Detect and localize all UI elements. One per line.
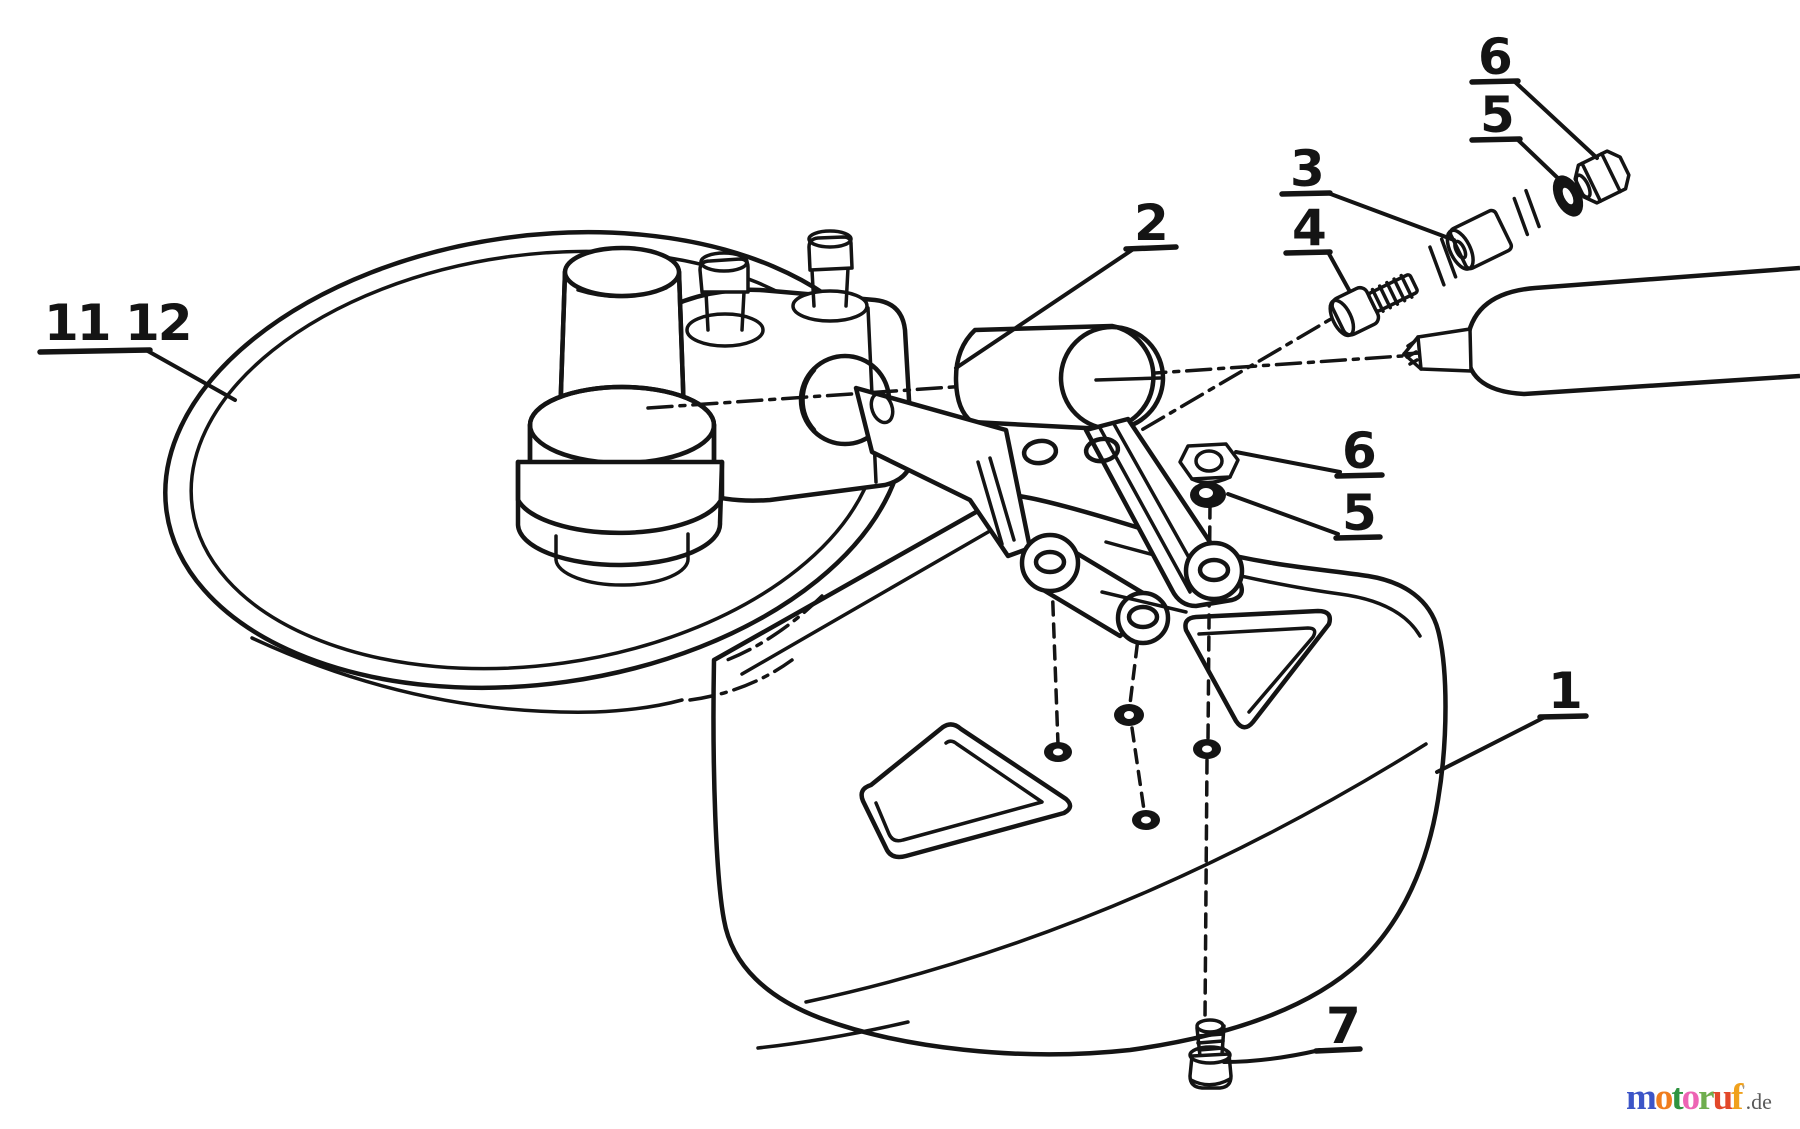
- spacer: [1445, 208, 1514, 271]
- watermark-letter: u: [1712, 1077, 1734, 1118]
- svg-text:5: 5: [1480, 86, 1513, 144]
- hub-flange: [515, 384, 725, 587]
- bolt: [1328, 273, 1419, 338]
- nut: [1178, 442, 1240, 485]
- blade-guard: [711, 491, 1448, 1057]
- clamp-bolt: [685, 251, 765, 348]
- lock-washer: [1552, 175, 1584, 217]
- svg-text:6: 6: [1342, 422, 1375, 480]
- callout-11-12: 11 12: [37, 294, 237, 402]
- watermark-letter: o: [1681, 1077, 1700, 1118]
- bolt-axis-centerline: [1102, 314, 1338, 454]
- nut: [1573, 149, 1631, 205]
- watermark-letter: t: [1671, 1077, 1683, 1118]
- svg-text:6: 6: [1478, 28, 1511, 86]
- callout-5-top: 5: [1469, 86, 1566, 186]
- lock-washer: [1190, 482, 1226, 508]
- guard-window: [1183, 608, 1333, 730]
- callout-2: 2: [954, 194, 1179, 370]
- break-marks: [1512, 188, 1541, 237]
- callout-6-mid: 6: [1234, 422, 1385, 480]
- svg-text:5: 5: [1342, 484, 1375, 542]
- mounting-bracket: [853, 385, 1245, 646]
- callout-7: 7: [1222, 997, 1363, 1064]
- callout-3: 3: [1279, 140, 1456, 242]
- watermark-letter: f: [1731, 1077, 1743, 1118]
- gear-head: [515, 229, 915, 587]
- drive-shaft-tube: [1402, 265, 1800, 397]
- svg-text:4: 4: [1292, 199, 1325, 257]
- callout-1: 1: [1435, 662, 1589, 774]
- clamp-bolt: [791, 229, 869, 323]
- watermark: motoruf'.de: [1626, 1076, 1800, 1119]
- watermark-letter: m: [1626, 1077, 1657, 1118]
- svg-text:7: 7: [1326, 997, 1359, 1055]
- clamp-tube: [953, 323, 1166, 432]
- watermark-letter: o: [1654, 1077, 1673, 1118]
- guard-window: [859, 722, 1073, 860]
- callout-4: 4: [1283, 199, 1351, 292]
- screw: [1188, 1018, 1233, 1090]
- drive-shaft-tip: [1402, 327, 1473, 373]
- hidden-disc-edge: [688, 594, 824, 702]
- assembly-centerline: [1206, 503, 1212, 742]
- fastener-stack: [1102, 149, 1631, 454]
- watermark-tld: .de: [1745, 1089, 1772, 1114]
- watermark-mark: ': [1741, 1083, 1746, 1099]
- svg-text:1: 1: [1548, 662, 1581, 720]
- break-marks: [1428, 237, 1458, 287]
- svg-text:11 12: 11 12: [44, 294, 191, 352]
- callout-5-mid: 5: [1226, 484, 1383, 542]
- callout-6-top: 6: [1469, 28, 1599, 160]
- watermark-letter: r: [1698, 1077, 1715, 1118]
- svg-text:3: 3: [1290, 140, 1323, 198]
- assembly-centerline: [1050, 578, 1060, 746]
- svg-text:2: 2: [1134, 194, 1167, 252]
